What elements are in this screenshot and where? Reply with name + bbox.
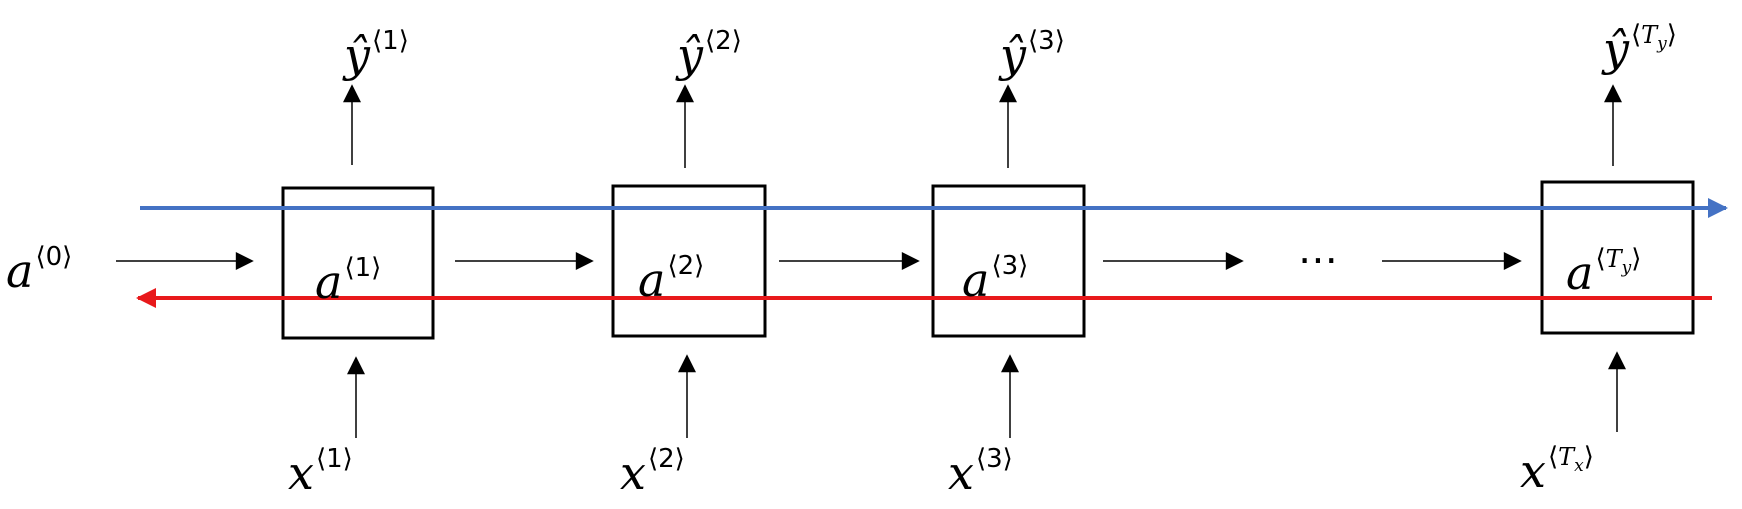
input-sup-value-2: 2 [658, 444, 675, 474]
initial-activation-label: a⟨0⟩ [6, 244, 72, 294]
activation-sup-3: ⟨3⟩ [991, 251, 1029, 281]
output-sup-last: ⟨Ty⟩ [1631, 20, 1677, 54]
activation-base-1: a [315, 255, 343, 309]
output-label-last: ŷ⟨Ty⟩ [1603, 22, 1677, 72]
output-base-last: ŷ [1603, 22, 1629, 76]
input-label-3: x⟨3⟩ [948, 446, 1013, 496]
input-label-1: x⟨1⟩ [288, 446, 353, 496]
activation-sup-1: ⟨1⟩ [344, 253, 382, 283]
input-sup-value-3: 3 [986, 444, 1003, 474]
activation-label-1: a⟨1⟩ [315, 255, 381, 305]
input-sup-last: ⟨Tx⟩ [1547, 442, 1594, 476]
output-sup-value-2: 2 [715, 26, 732, 56]
cell-box-2 [611, 184, 767, 338]
output-base-3: ŷ [1000, 28, 1026, 82]
output-sup-1: ⟨1⟩ [372, 26, 409, 56]
activation-sup-sub-last: y [1621, 258, 1632, 278]
cell-box-last [1540, 180, 1695, 335]
output-sup-value-1: 1 [382, 26, 399, 56]
activation-sup-value-1: 1 [354, 253, 372, 283]
initial-activation-base: a [6, 244, 34, 298]
activation-label-last: a⟨Ty⟩ [1566, 246, 1641, 296]
output-label-3: ŷ⟨3⟩ [1000, 28, 1065, 78]
initial-activation-sup: ⟨0⟩ [35, 242, 73, 272]
output-sup-3: ⟨3⟩ [1028, 26, 1065, 56]
input-sup-value-1: 1 [326, 444, 343, 474]
cell-box-1 [281, 186, 435, 340]
input-label-last: x⟨Tx⟩ [1520, 444, 1594, 494]
output-base-1: ŷ [344, 28, 370, 82]
activation-label-3: a⟨3⟩ [962, 253, 1028, 303]
input-sup-1: ⟨1⟩ [315, 444, 353, 474]
activation-sup-value-3: 3 [1001, 251, 1019, 281]
output-label-1: ŷ⟨1⟩ [344, 28, 409, 78]
activation-sup-last: ⟨Ty⟩ [1595, 244, 1642, 278]
output-sup-main-last: T [1641, 21, 1658, 49]
input-sup-main-last: T [1558, 443, 1575, 471]
activation-sup-main-last: T [1605, 245, 1622, 273]
activation-base-2: a [638, 253, 666, 307]
activation-base-3: a [962, 253, 990, 307]
output-sup-2: ⟨2⟩ [705, 26, 742, 56]
input-base-1: x [288, 446, 314, 500]
output-sup-sub-last: y [1657, 34, 1667, 54]
output-base-2: ŷ [677, 28, 703, 82]
activation-sup-2: ⟨2⟩ [667, 251, 705, 281]
activation-base-last: a [1566, 246, 1594, 300]
output-label-2: ŷ⟨2⟩ [677, 28, 742, 78]
initial-activation-sup-value: 0 [45, 242, 63, 272]
ellipsis: ⋯ [1298, 237, 1338, 283]
input-sup-2: ⟨2⟩ [647, 444, 685, 474]
input-label-2: x⟨2⟩ [620, 446, 685, 496]
activation-label-2: a⟨2⟩ [638, 253, 704, 303]
input-base-2: x [620, 446, 646, 500]
input-sup-3: ⟨3⟩ [975, 444, 1013, 474]
output-sup-value-3: 3 [1038, 26, 1055, 56]
input-sup-sub-last: x [1574, 456, 1584, 476]
input-base-3: x [948, 446, 974, 500]
input-base-last: x [1520, 444, 1546, 498]
cell-box-3 [931, 184, 1086, 338]
activation-sup-value-2: 2 [677, 251, 695, 281]
